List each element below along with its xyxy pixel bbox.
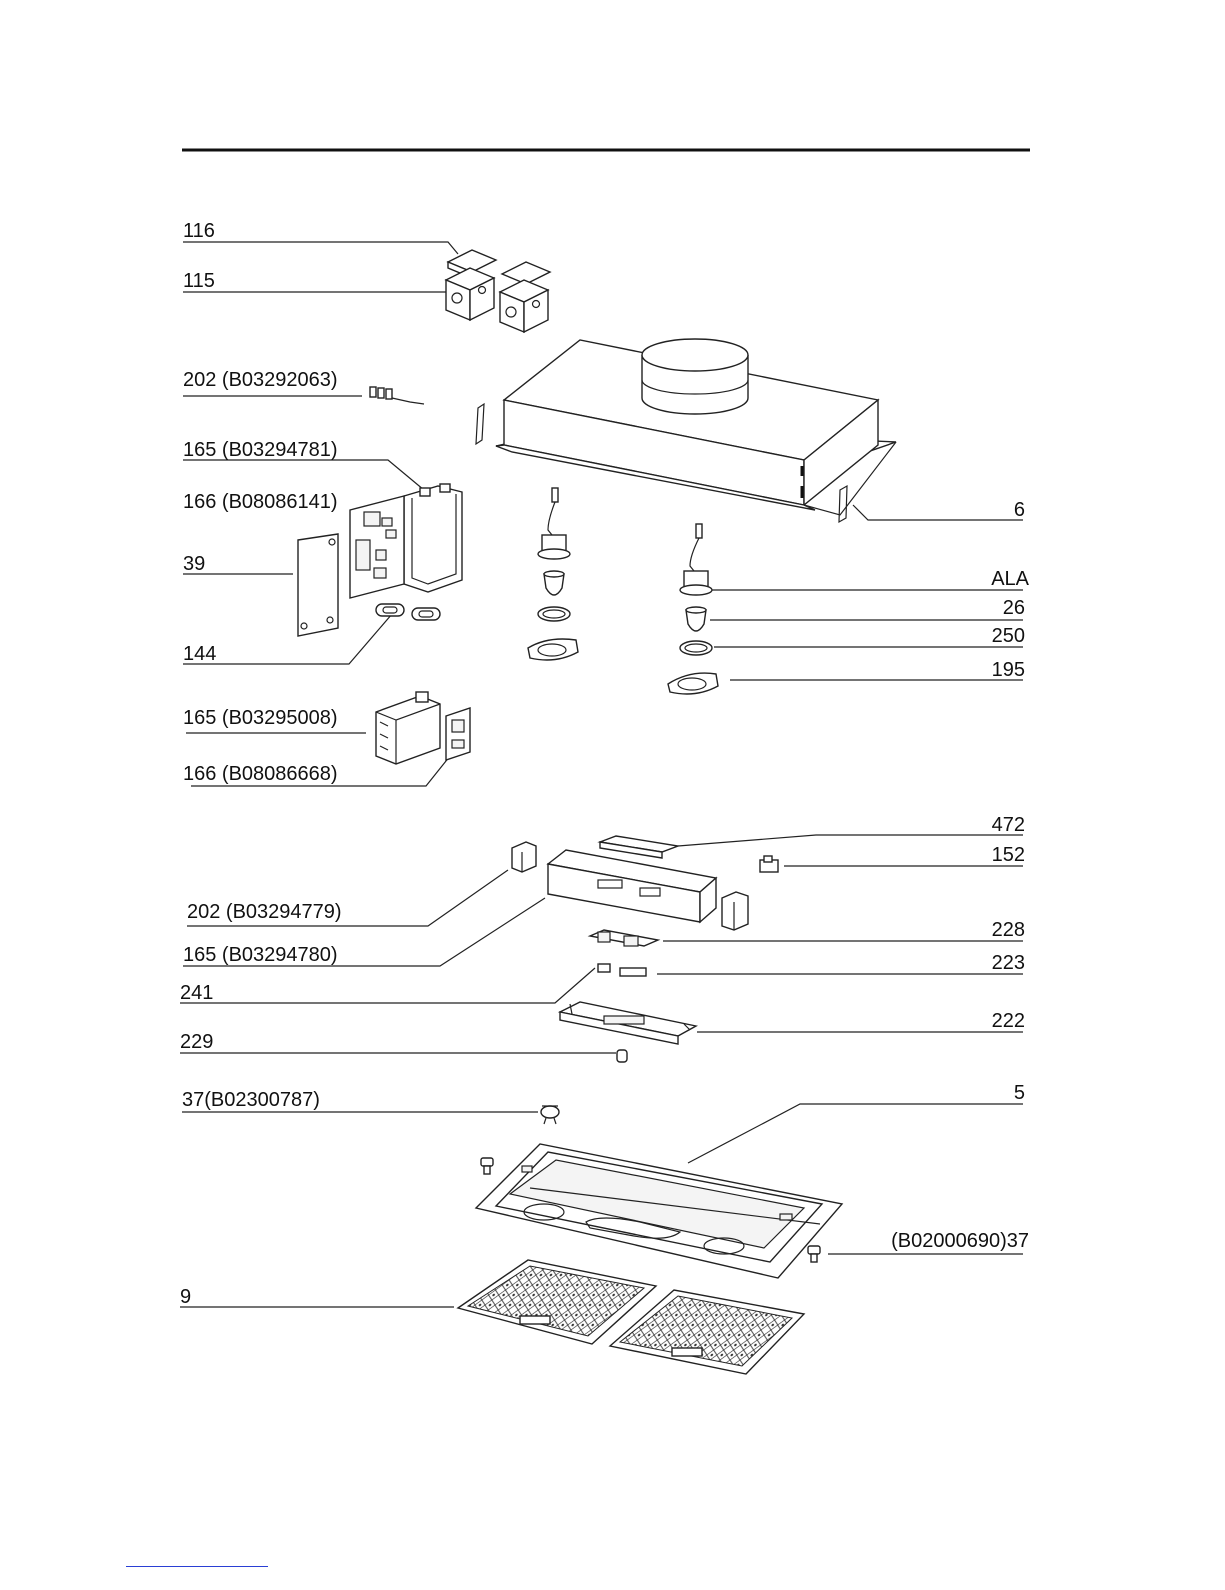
part-9-filter-right [610, 1290, 804, 1374]
part-223-switches [598, 964, 646, 976]
part-39-cover-plate [298, 534, 338, 636]
part-37-clip [541, 1106, 559, 1124]
part-222-control-panel [560, 1002, 696, 1044]
label-6: 6 [1014, 499, 1025, 521]
part-229-knob [617, 1050, 627, 1062]
part-165-control-box [404, 484, 462, 592]
label-ala: ALA [991, 568, 1029, 590]
label-144: 144 [183, 643, 216, 665]
label-37-b02000690: (B02000690)37 [891, 1230, 1029, 1252]
label-223: 223 [992, 952, 1025, 974]
label-250: 250 [992, 625, 1025, 647]
label-37-b02300787: 37(B02300787) [182, 1089, 320, 1111]
label-228: 228 [992, 919, 1025, 941]
page-link-underline[interactable] [126, 1566, 268, 1567]
label-5: 5 [1014, 1082, 1025, 1104]
label-166-b08086668: 166 (B08086668) [183, 763, 338, 785]
label-202-b03294779: 202 (B03294779) [187, 901, 342, 923]
label-202-b03292063: 202 (B03292063) [183, 369, 338, 391]
label-472: 472 [992, 814, 1025, 836]
lamp-assembly-left [528, 488, 578, 660]
label-26: 26 [1003, 597, 1025, 619]
label-229: 229 [180, 1031, 213, 1053]
part-228-board [590, 930, 658, 946]
part-152-connector [760, 856, 778, 872]
label-115: 115 [183, 270, 215, 292]
label-165-b03295008: 165 (B03295008) [183, 707, 338, 729]
part-166-pcb [350, 496, 404, 598]
label-152: 152 [992, 844, 1025, 866]
label-116: 116 [183, 220, 215, 242]
part-472-bar [600, 836, 678, 858]
part-144-clips [376, 604, 440, 620]
label-39: 39 [183, 553, 205, 575]
label-165-b03294781: 165 (B03294781) [183, 439, 338, 461]
label-9: 9 [180, 1286, 191, 1308]
lamp-assembly-right [668, 524, 718, 694]
hood-body [476, 339, 896, 522]
part-165-electronics-housing [548, 850, 716, 922]
label-166-b08086141: 166 (B08086141) [183, 491, 338, 513]
label-222: 222 [992, 1010, 1025, 1032]
part-165-junction-box [376, 692, 440, 764]
label-165-b03294780: 165 (B03294780) [183, 944, 338, 966]
part-5-frame [476, 1144, 842, 1278]
part-202-wiring-top [370, 387, 424, 404]
part-166-switch-plate [446, 708, 470, 760]
label-241: 241 [180, 982, 213, 1004]
label-195: 195 [992, 659, 1025, 681]
